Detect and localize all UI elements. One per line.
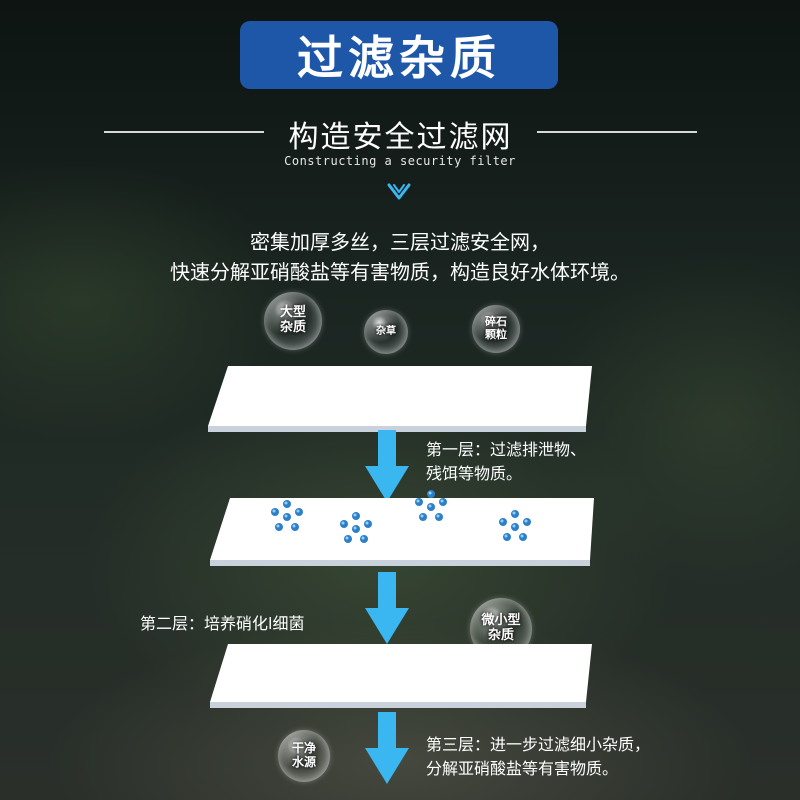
section-heading-english: Constructing a security filter [284,154,516,168]
down-arrow-icon [365,712,409,784]
bacteria-particle-icon [499,510,531,541]
bacteria-particle-icon [415,490,447,521]
layer-2-text: 第二层：培养硝化l细菌 [140,614,305,633]
description-line-2: 快速分解亚硝酸盐等有害物质，构造良好水体环境。 [170,260,630,284]
down-arrow-icon [365,572,409,644]
bubble-clean-water: 干净 水源 [278,730,330,782]
layer-1-text: 第一层：过滤排泄物、 残饵等物质。 [426,440,587,483]
bubble-large-impurity: 大型 杂质 [264,292,322,350]
bacteria-particle-icon [340,512,372,543]
filter-sheet-3 [210,644,592,708]
down-arrow-icon [365,430,409,502]
page-title: 过滤杂质 [240,21,558,89]
heading-divider-right [537,131,697,133]
bubble-gravel: 碎石 颗粒 [472,305,520,353]
filter-sheet-1 [208,366,592,432]
description-line-1: 密集加厚多丝，三层过滤安全网， [250,230,550,254]
bubble-weeds: 杂草 [364,310,408,354]
layer-3-text: 第三层：进一步过滤细小杂质， 分解亚硝酸盐等有害物质。 [426,735,651,778]
filter-sheet-2 [210,498,594,566]
chevron-down-icon [387,183,411,200]
bacteria-particle-icon [271,500,303,531]
section-heading: 构造安全过滤网 [288,120,513,155]
heading-divider-left [104,131,264,133]
